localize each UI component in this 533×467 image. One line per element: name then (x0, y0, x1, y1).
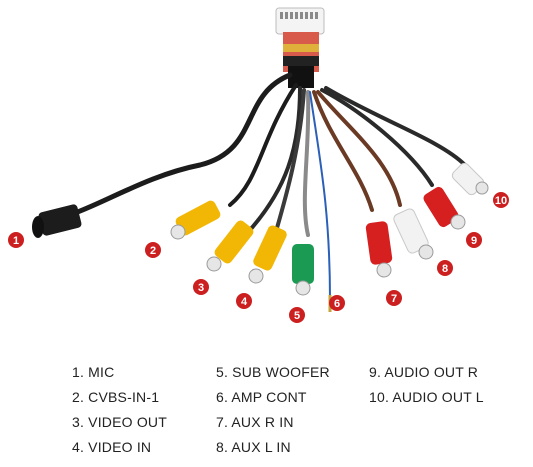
legend-item-mic: 1. MIC (72, 364, 115, 380)
callout-10: 10 (493, 192, 509, 208)
callout-7: 7 (386, 290, 402, 306)
legend-item-audio-out-r: 9. AUDIO OUT R (369, 364, 479, 380)
callout-number: 7 (391, 293, 397, 305)
legend-item-video-out: 3. VIDEO OUT (72, 414, 167, 430)
callout-number: 10 (495, 195, 507, 207)
rca-plug-audio-out-l (451, 162, 489, 196)
rca-plug-video-in (248, 225, 287, 284)
mic-jack (32, 204, 82, 238)
callout-number: 6 (334, 298, 340, 310)
callout-number: 2 (150, 245, 156, 257)
rca-plug-aux-r-in (365, 221, 393, 278)
cable-bundle (72, 72, 467, 301)
callout-2: 2 (145, 242, 161, 258)
callout-number: 8 (442, 263, 448, 275)
legend-column-1: 1. MIC 2. CVBS-IN-1 3. VIDEO OUT 4. VIDE… (72, 360, 167, 460)
rca-plug-cvbs (170, 200, 221, 240)
legend-column-2: 5. SUB WOOFER 6. AMP CONT 7. AUX R IN 8.… (216, 360, 330, 460)
main-connector (275, 7, 325, 88)
legend-item-amp-cont: 6. AMP CONT (216, 389, 307, 405)
legend-item-aux-l-in: 8. AUX L IN (216, 439, 291, 455)
callout-4: 4 (236, 293, 252, 309)
legend-item-video-in: 4. VIDEO IN (72, 439, 152, 455)
callout-5: 5 (289, 307, 305, 323)
wiring-harness-illustration: 1 2 3 4 5 6 7 8 9 10 (8, 7, 509, 323)
legend-item-sub-woofer: 5. SUB WOOFER (216, 364, 330, 380)
rca-plug-audio-out-r (423, 186, 466, 230)
legend-item-audio-out-l: 10. AUDIO OUT L (369, 389, 484, 405)
callout-1: 1 (8, 232, 24, 248)
callout-number: 9 (471, 235, 477, 247)
rca-plug-sub-woofer (292, 244, 314, 296)
rca-plug-aux-l-in (393, 208, 434, 260)
callout-3: 3 (193, 279, 209, 295)
legend-column-3: 9. AUDIO OUT R 10. AUDIO OUT L (369, 360, 484, 410)
callout-8: 8 (437, 260, 453, 276)
callout-number: 3 (198, 282, 204, 294)
callout-6: 6 (329, 295, 345, 311)
rca-plug-video-out (206, 220, 254, 272)
callout-number: 4 (241, 296, 248, 308)
legend: 1. MIC 2. CVBS-IN-1 3. VIDEO OUT 4. VIDE… (0, 360, 533, 467)
callout-badges: 1 2 3 4 5 6 7 8 9 10 (8, 192, 509, 323)
callout-number: 1 (13, 235, 19, 247)
legend-item-aux-r-in: 7. AUX R IN (216, 414, 294, 430)
callout-number: 5 (294, 310, 300, 322)
legend-item-cvbs-in-1: 2. CVBS-IN-1 (72, 389, 160, 405)
callout-9: 9 (466, 232, 482, 248)
